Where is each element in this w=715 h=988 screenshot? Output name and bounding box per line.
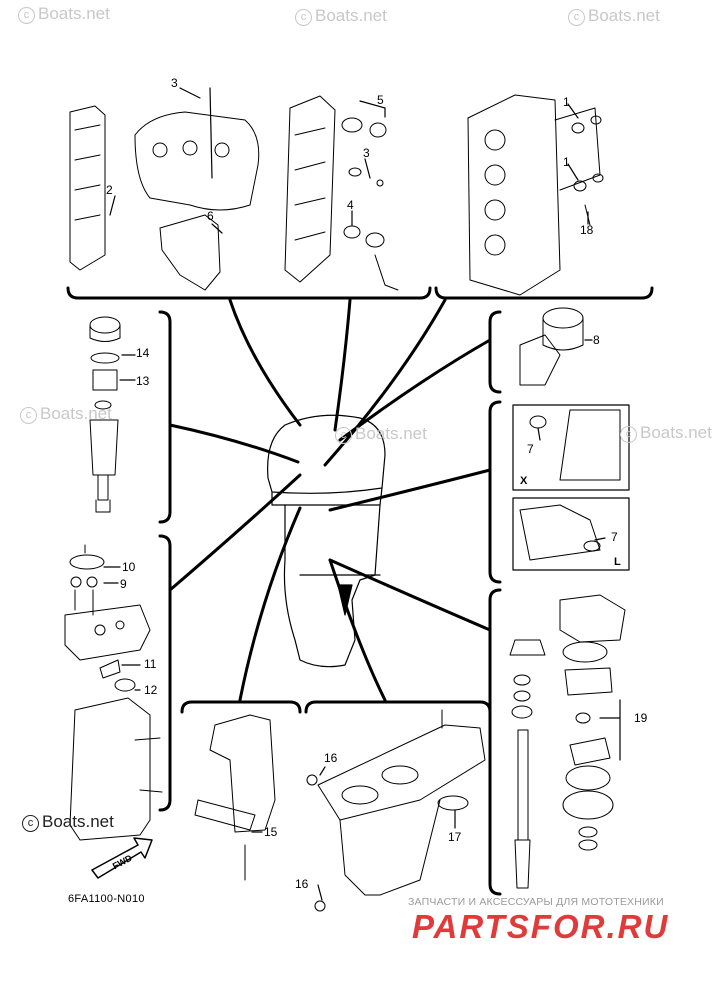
callout-1-lower: 1 bbox=[563, 155, 570, 169]
bracket-right-pump bbox=[488, 588, 502, 896]
oil-filter-illustration bbox=[519, 307, 584, 386]
callout-16-lower: 16 bbox=[295, 877, 309, 891]
vapor-separator-illustration bbox=[64, 544, 163, 841]
callout-10: 10 bbox=[122, 560, 136, 574]
lower-casing-illustration bbox=[306, 709, 486, 912]
callout-15: 15 bbox=[264, 825, 278, 839]
callout-12: 12 bbox=[144, 683, 158, 697]
bracket-top bbox=[66, 286, 654, 300]
callout-11: 11 bbox=[144, 657, 157, 671]
bracket-right-oil bbox=[488, 310, 502, 394]
callout-19: 19 bbox=[634, 711, 648, 725]
bracket-bottom-mount bbox=[180, 700, 302, 714]
callout-17: 17 bbox=[448, 830, 462, 844]
outboard-motor-outline bbox=[267, 414, 386, 668]
callout-14: 14 bbox=[136, 346, 150, 360]
callout-7-l: 7 bbox=[611, 530, 618, 544]
callout-7-x: 7 bbox=[527, 442, 534, 456]
drain-box-l bbox=[512, 497, 630, 571]
brand-logo-text: PARTSFOR.RU bbox=[412, 908, 670, 945]
callout-1-upper: 1 bbox=[563, 95, 570, 109]
callout-3-left: 3 bbox=[171, 76, 178, 90]
bracket-right-drain bbox=[488, 400, 502, 584]
mount-illustration bbox=[194, 714, 276, 881]
callout-8: 8 bbox=[593, 333, 600, 347]
callout-3-mid: 3 bbox=[363, 146, 370, 160]
view-label-l: L bbox=[614, 556, 621, 568]
callout-2: 2 bbox=[106, 183, 113, 197]
cylinder-head-illustration bbox=[467, 94, 604, 296]
callout-6: 6 bbox=[207, 209, 214, 223]
cylinder-illustration-mid bbox=[284, 95, 399, 291]
fwd-arrow bbox=[91, 837, 153, 879]
callout-13: 13 bbox=[136, 374, 150, 388]
bracket-left-lower bbox=[158, 534, 172, 812]
cylinder-illustration-left bbox=[69, 105, 260, 291]
callout-5: 5 bbox=[377, 93, 384, 107]
callout-16-upper: 16 bbox=[324, 751, 338, 765]
callout-4: 4 bbox=[347, 198, 354, 212]
fuel-filter-illustration bbox=[89, 316, 121, 513]
view-label-x: X bbox=[520, 475, 528, 487]
bracket-left-upper bbox=[158, 310, 172, 524]
water-pump-illustration bbox=[509, 594, 626, 889]
diagram-code: 6FA1100-N010 bbox=[68, 893, 145, 905]
callout-18: 18 bbox=[580, 223, 594, 237]
brand-tagline: ЗАПЧАСТИ И АКСЕССУАРЫ ДЛЯ МОТОТЕХНИКИ bbox=[408, 896, 664, 908]
callout-9: 9 bbox=[120, 577, 127, 591]
drain-box-x bbox=[512, 404, 630, 491]
bracket-bottom-lower bbox=[304, 700, 492, 714]
